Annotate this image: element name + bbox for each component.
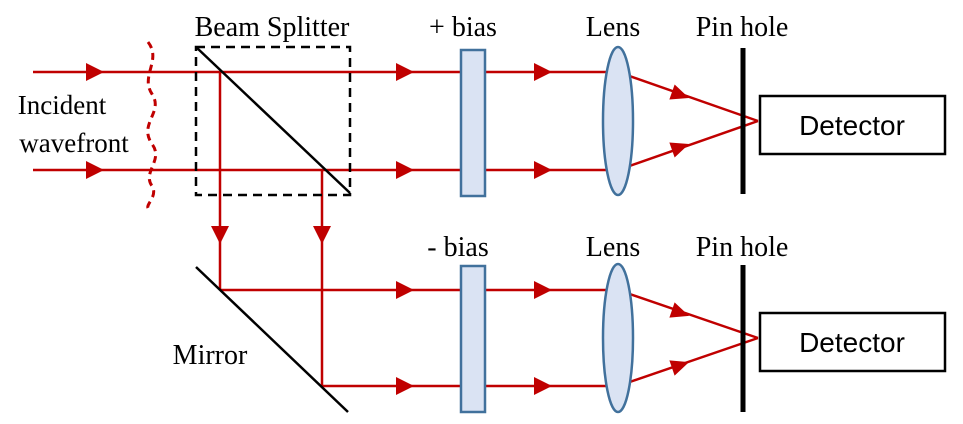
arrow-icon [534, 377, 552, 395]
beam-converge-top-2 [617, 119, 759, 172]
beam-splitter-box [194, 45, 352, 197]
detector-top-box [758, 94, 947, 156]
beam-splitter-diagonal [195, 46, 351, 194]
beam-converge-bottom-1 [617, 288, 759, 340]
incident-label-line2: wavefront [19, 128, 129, 158]
arrow-icon [313, 226, 331, 244]
arrow-icon [534, 161, 552, 179]
arrow-icon [396, 281, 414, 299]
arrow-icon [396, 161, 414, 179]
plus-bias-label: + bias [429, 12, 497, 43]
arrow-icon [86, 63, 104, 81]
incident-label-line1: Incident [18, 90, 107, 120]
beam-converge-top-1 [617, 70, 759, 123]
minus-bias-plate [459, 264, 487, 414]
beam-splitter-label: Beam Splitter [195, 12, 350, 43]
arrow-icon [86, 161, 104, 179]
arrow-icon [534, 281, 552, 299]
plus-bias-plate [459, 48, 487, 198]
arrow-icon [669, 302, 690, 318]
lens-top-label: Lens [586, 12, 640, 43]
arrow-icon [669, 142, 689, 158]
arrow-icon [669, 84, 689, 100]
arrow-icon [534, 63, 552, 81]
lens-bottom [601, 262, 635, 414]
pinhole-top-label: Pin hole [696, 12, 789, 43]
lens-bottom-label: Lens [586, 232, 640, 263]
incident-wavefront-curve [146, 41, 158, 209]
lens-top [601, 45, 635, 197]
arrow-icon [211, 226, 229, 244]
arrow-icon [396, 63, 414, 81]
detector-bottom-label: Detector [799, 327, 905, 358]
arrow-icon [396, 377, 414, 395]
mirror [195, 266, 349, 413]
mirror-label: Mirror [173, 340, 248, 371]
minus-bias-label: - bias [427, 232, 488, 263]
arrow-icon [669, 360, 690, 376]
beam-converge-bottom-2 [617, 336, 759, 388]
detector-bottom-box [758, 311, 947, 373]
beam-arrows [86, 63, 690, 395]
beam-paths [33, 70, 759, 388]
detector-top-label: Detector [799, 110, 905, 141]
pinhole-bottom-label: Pin hole [696, 232, 789, 263]
